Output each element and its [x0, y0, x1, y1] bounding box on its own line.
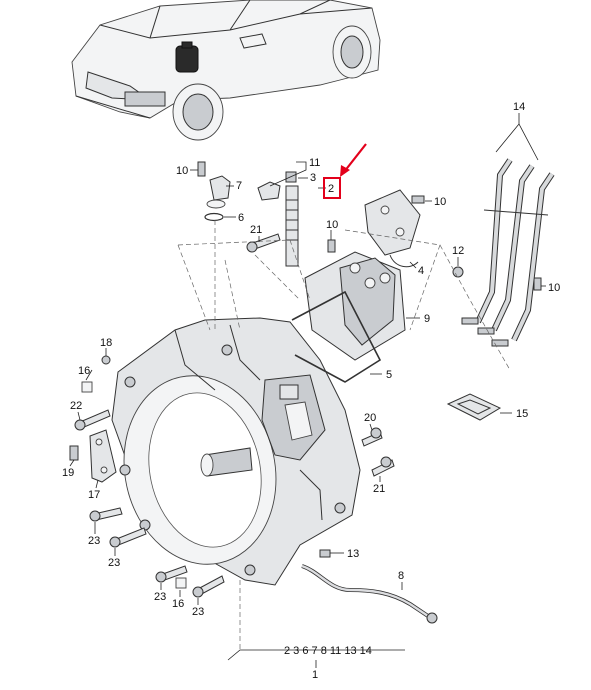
footer-parts-list: 2 3 6 7 8 11 13 14 — [284, 645, 372, 657]
callout-21-b: 21 — [373, 483, 385, 495]
callout-17: 17 — [88, 489, 100, 501]
callout-16-b: 16 — [172, 598, 184, 610]
highlight-marker — [323, 143, 367, 199]
callout-21-a: 21 — [250, 224, 262, 236]
callout-3: 3 — [310, 172, 316, 184]
highlight-arrow — [343, 143, 367, 173]
highlight-arrow-head — [340, 165, 350, 177]
callout-10-a: 10 — [176, 165, 188, 177]
callout-23-a: 23 — [88, 535, 100, 547]
callout-18: 18 — [100, 337, 112, 349]
callout-9: 9 — [424, 313, 430, 325]
callout-12: 12 — [452, 245, 464, 257]
callout-22: 22 — [70, 400, 82, 412]
callout-10-c: 10 — [326, 219, 338, 231]
callout-labels: 14 10 11 7 3 2 6 10 21 10 4 12 10 9 18 1… — [62, 101, 560, 681]
callout-7: 7 — [236, 180, 242, 192]
callout-2: 2 — [328, 183, 334, 195]
callout-15: 15 — [516, 408, 528, 420]
highlight-box — [323, 177, 341, 199]
callout-23-d: 23 — [192, 606, 204, 618]
reference-guides — [177, 220, 511, 650]
callout-8: 8 — [398, 570, 404, 582]
callout-5: 5 — [386, 369, 392, 381]
component-parts — [69, 158, 555, 624]
callout-23-b: 23 — [108, 557, 120, 569]
vehicle-illustration — [71, 0, 381, 141]
callout-23-c: 23 — [154, 591, 166, 603]
callout-14: 14 — [513, 101, 525, 113]
callout-10-b: 10 — [434, 196, 446, 208]
callout-20: 20 — [364, 412, 376, 424]
callout-6: 6 — [238, 212, 244, 224]
callout-13: 13 — [347, 548, 359, 560]
callout-11: 11 — [309, 157, 320, 169]
transmission-housing — [111, 317, 361, 586]
callout-16-a: 16 — [78, 365, 90, 377]
leader-lines — [69, 113, 546, 668]
callout-10-d: 10 — [548, 282, 560, 294]
callout-19: 19 — [62, 467, 74, 479]
footer-assembly-number: 1 — [312, 669, 318, 681]
callout-4: 4 — [418, 265, 424, 277]
